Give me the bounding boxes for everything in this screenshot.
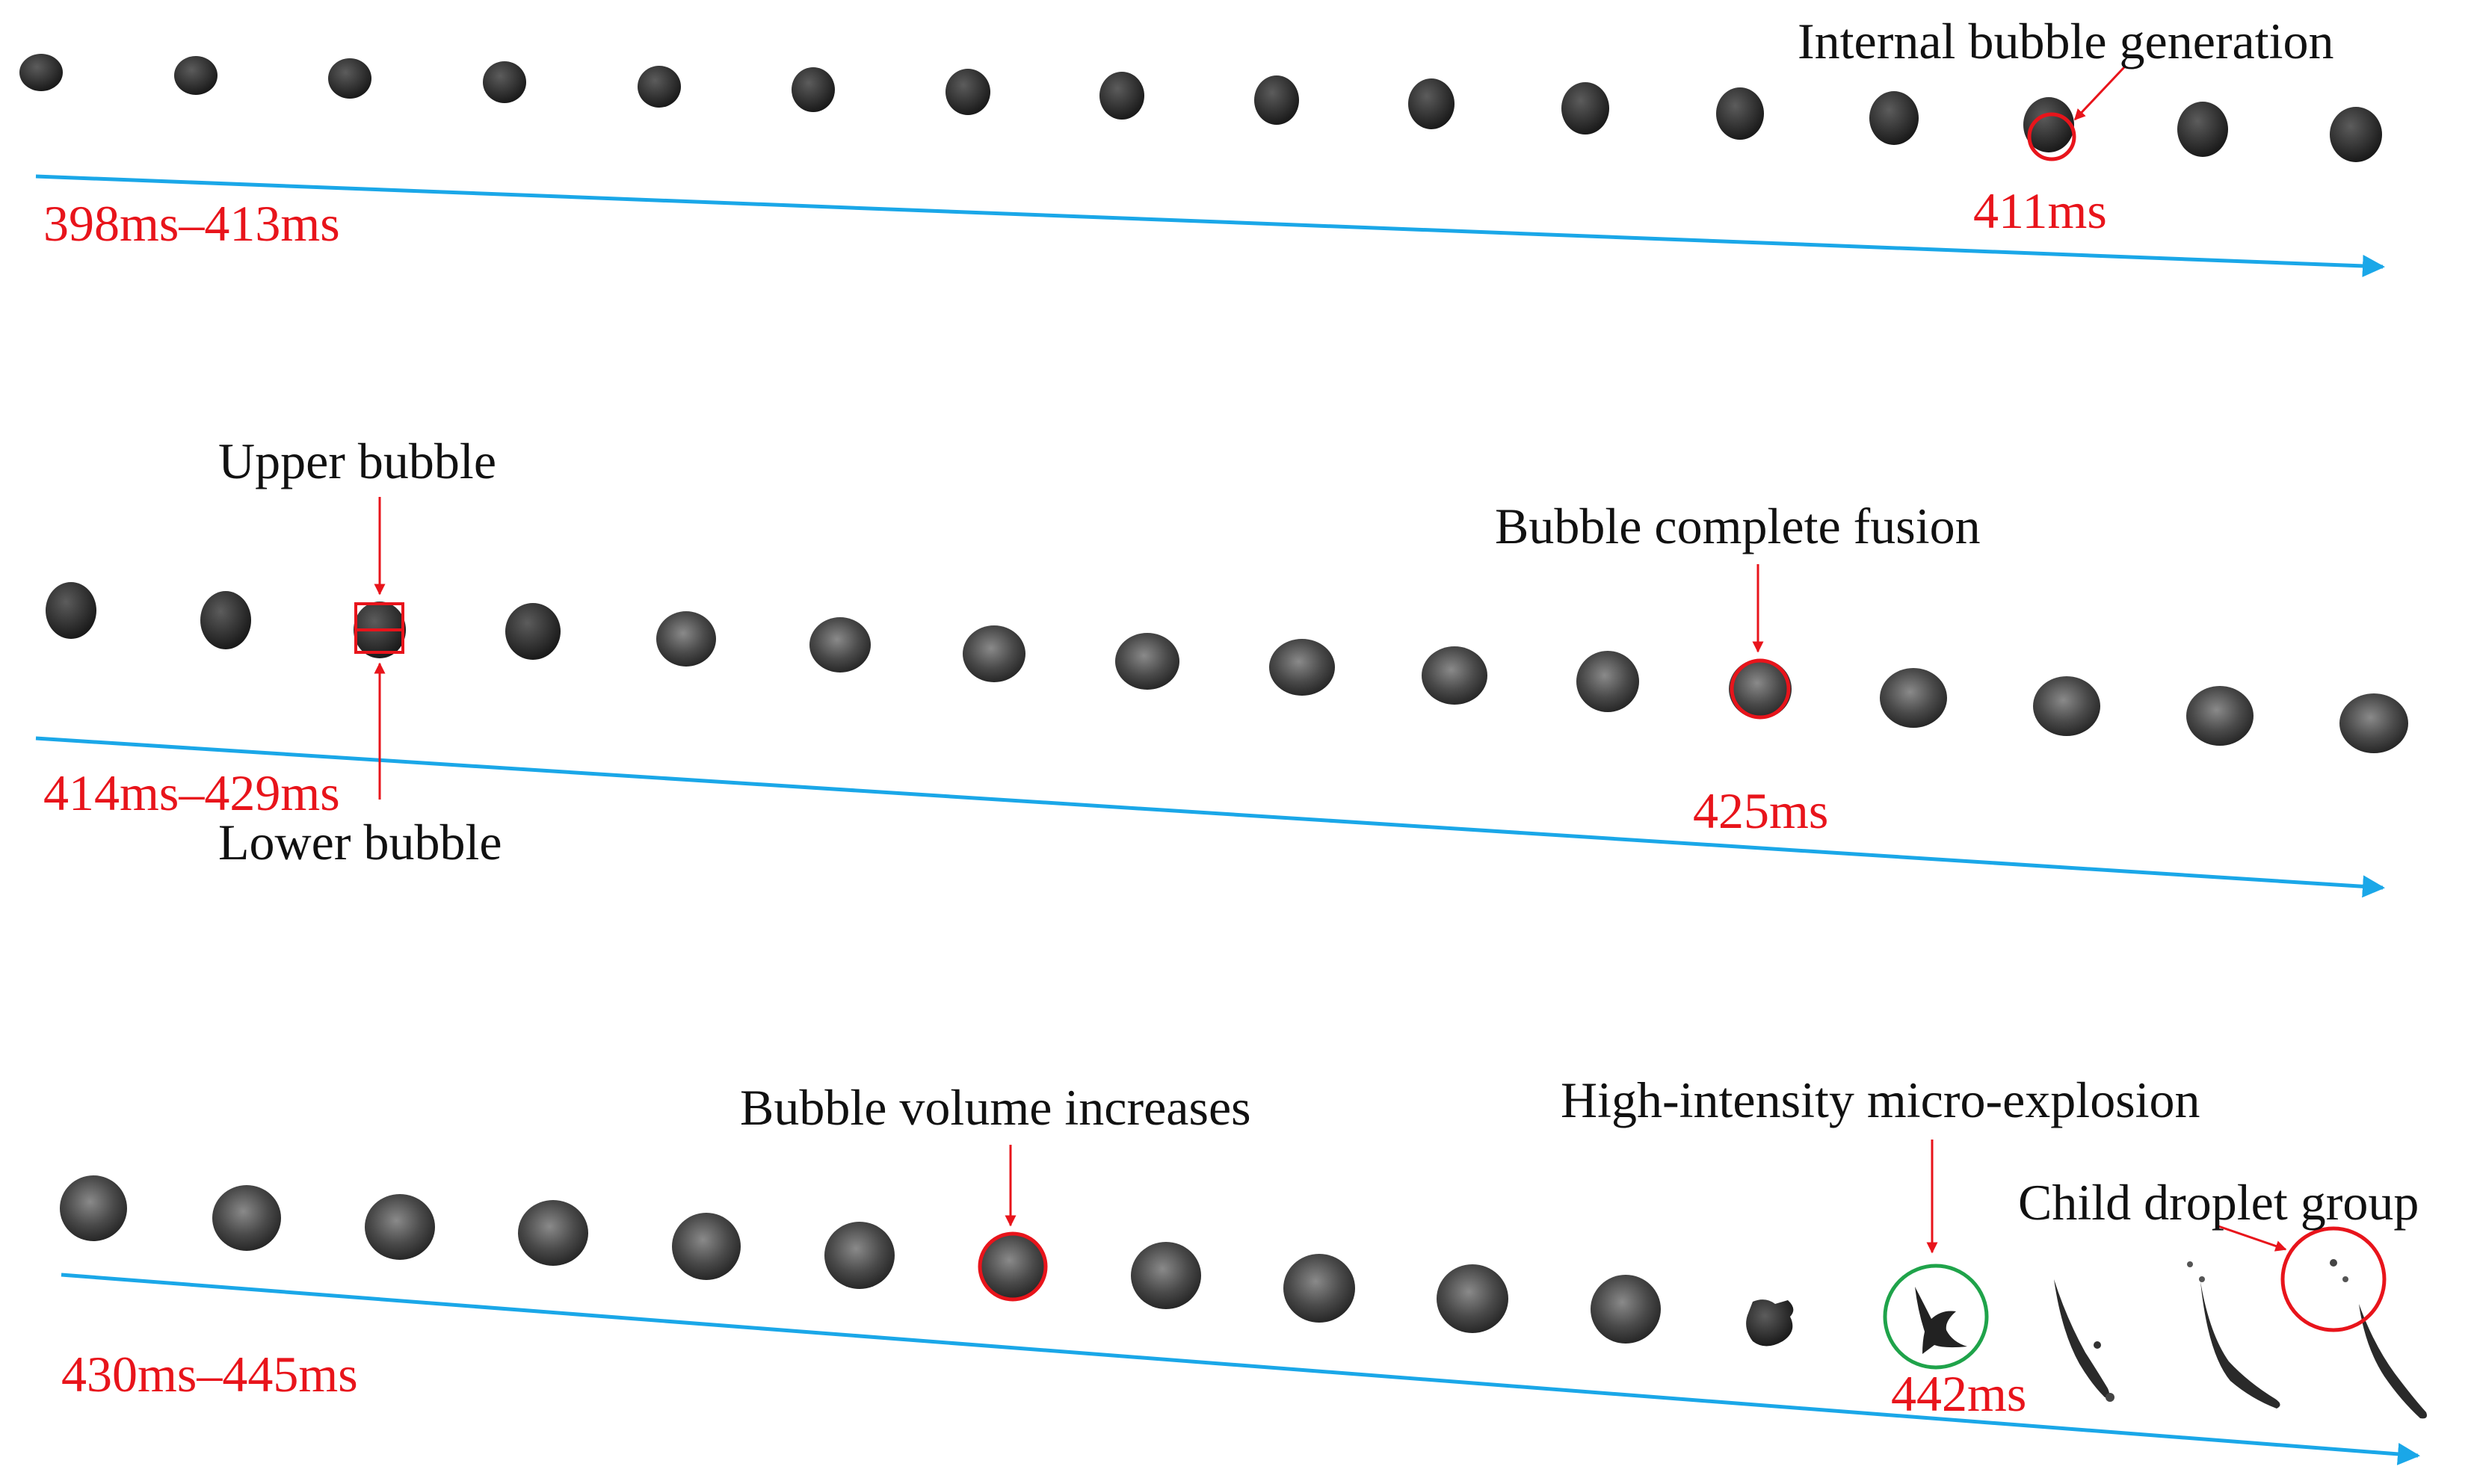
droplet bbox=[672, 1213, 741, 1280]
lower-bubble-box bbox=[354, 628, 404, 654]
child-droplet bbox=[2094, 1341, 2101, 1349]
droplet bbox=[2177, 102, 2228, 157]
row-3-droplets bbox=[60, 1175, 2427, 1419]
highlight-circle bbox=[2027, 112, 2076, 161]
row-2: 414ms–429ms Upper bubble Lower bubble Bu… bbox=[35, 433, 2408, 898]
time-axis-arrow bbox=[35, 736, 2385, 898]
highlight-circle bbox=[1730, 658, 1791, 720]
droplet bbox=[2339, 693, 2408, 753]
droplet bbox=[1437, 1264, 1508, 1333]
bubble-complete-fusion-label: Bubble complete fusion bbox=[1495, 498, 1981, 554]
droplet bbox=[2023, 97, 2074, 152]
droplet bbox=[1729, 659, 1792, 719]
child-droplet-group-circle bbox=[2280, 1226, 2387, 1332]
droplet bbox=[978, 1234, 1047, 1299]
droplet bbox=[638, 66, 681, 108]
child-droplet bbox=[2342, 1276, 2348, 1282]
droplet bbox=[328, 58, 371, 99]
highlight-circle bbox=[978, 1231, 1048, 1302]
child-droplet bbox=[2106, 1393, 2114, 1402]
droplet bbox=[505, 603, 561, 660]
time-range-label: 430ms–445ms bbox=[61, 1346, 358, 1403]
annotation-arrow bbox=[2073, 66, 2126, 121]
row-3: 430ms–445ms Bubble volume increases High… bbox=[60, 1072, 2427, 1465]
droplet bbox=[46, 582, 96, 639]
droplet bbox=[518, 1200, 588, 1266]
child-droplet bbox=[2199, 1276, 2205, 1282]
droplet bbox=[1716, 87, 1764, 140]
time-axis-arrow bbox=[35, 174, 2385, 277]
droplet bbox=[1408, 78, 1455, 129]
droplet bbox=[2330, 107, 2382, 162]
lower-bubble-label: Lower bubble bbox=[218, 814, 502, 871]
child-droplet bbox=[2330, 1259, 2337, 1267]
time-axis-arrow bbox=[61, 1273, 2420, 1465]
droplet bbox=[656, 611, 716, 667]
child-droplet bbox=[2187, 1261, 2193, 1267]
droplet bbox=[200, 591, 251, 649]
row-1-droplets bbox=[19, 54, 2382, 162]
droplet bbox=[809, 617, 871, 673]
droplet bbox=[824, 1222, 895, 1289]
time-range-label: 398ms–413ms bbox=[43, 195, 340, 252]
droplet bbox=[483, 61, 526, 103]
droplet bbox=[1254, 75, 1299, 125]
droplet bbox=[1422, 646, 1487, 705]
droplet bbox=[1131, 1242, 1201, 1309]
deformed-droplet bbox=[1746, 1299, 1794, 1347]
droplet bbox=[1591, 1275, 1661, 1344]
row-2-droplets bbox=[46, 582, 2408, 753]
droplet bbox=[212, 1185, 281, 1251]
droplet bbox=[1099, 72, 1144, 120]
droplet bbox=[1115, 633, 1179, 690]
internal-bubble-generation-label: Internal bubble generation bbox=[1798, 13, 2334, 69]
time-range-label: 414ms–429ms bbox=[43, 764, 340, 821]
droplet bbox=[2186, 686, 2254, 746]
row-1: 398ms–413ms Internal bubble generation 4… bbox=[19, 13, 2385, 277]
droplet bbox=[19, 54, 63, 91]
droplet bbox=[1283, 1254, 1355, 1323]
high-intensity-micro-explosion-label: High-intensity micro-explosion bbox=[1561, 1072, 2200, 1128]
droplet bbox=[1269, 639, 1335, 696]
droplet bbox=[1561, 82, 1609, 135]
annotation-arrow bbox=[2215, 1224, 2287, 1252]
time-marker-425: 425ms bbox=[1693, 782, 1828, 839]
droplet bbox=[2033, 676, 2100, 736]
child-droplet-stream bbox=[2359, 1304, 2427, 1419]
time-marker-411: 411ms bbox=[1973, 182, 2107, 239]
droplet bbox=[60, 1175, 127, 1241]
child-droplet-stream bbox=[2200, 1282, 2280, 1409]
droplet bbox=[1880, 668, 1947, 728]
droplet bbox=[963, 625, 1025, 682]
micro-explosion-circle bbox=[1883, 1264, 1989, 1370]
time-marker-442: 442ms bbox=[1891, 1365, 2026, 1422]
droplet bbox=[946, 69, 990, 115]
droplet bbox=[365, 1194, 435, 1260]
child-droplet-group-label: Child droplet group bbox=[2018, 1174, 2419, 1231]
droplet bbox=[174, 56, 218, 95]
upper-bubble-label: Upper bubble bbox=[218, 433, 496, 489]
droplet bbox=[792, 67, 835, 112]
droplet bbox=[1869, 91, 1919, 145]
exploding-droplet bbox=[1915, 1287, 1967, 1354]
droplet bbox=[1576, 651, 1639, 712]
child-droplet-stream bbox=[2054, 1279, 2110, 1398]
bubble-volume-increases-label: Bubble volume increases bbox=[740, 1079, 1251, 1136]
